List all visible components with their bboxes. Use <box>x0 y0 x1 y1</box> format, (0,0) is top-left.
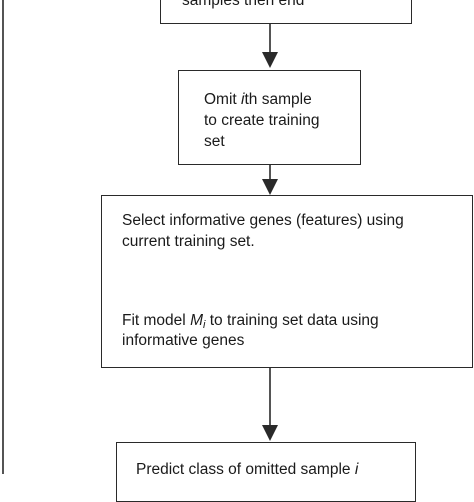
omit-sample-line2: to create training <box>204 112 320 129</box>
predict-line1: Predict class of omitted sample i <box>136 459 358 480</box>
select-genes-line1: Select informative genes (features) usin… <box>122 212 404 229</box>
flowchart-connectors <box>2 0 278 474</box>
omit-sample-line3: set <box>204 133 225 150</box>
select-fit-box <box>101 195 473 368</box>
predict-text: Predict class of omitted sample <box>136 461 355 478</box>
predict-var: i <box>354 461 359 478</box>
model-var: M <box>190 312 203 329</box>
omit-word: Omit <box>204 91 242 108</box>
omit-rest: th sample <box>244 91 312 108</box>
fit-model-line1: Fit model Mi to training set data using <box>122 310 379 331</box>
select-genes-line2: current training set. <box>122 233 255 250</box>
fit-prefix: Fit model <box>122 312 191 329</box>
omit-index-var: i <box>241 91 245 108</box>
model-subscript: i <box>202 319 206 331</box>
loop-condition-text: samples then end <box>182 0 305 9</box>
omit-sample-line1: Omit ith sample <box>204 89 312 110</box>
omit-sample-box <box>178 70 361 165</box>
fit-model-line2: informative genes <box>122 332 245 349</box>
loop-condition-box <box>160 0 412 24</box>
fit-suffix: to training set data using <box>205 312 379 329</box>
